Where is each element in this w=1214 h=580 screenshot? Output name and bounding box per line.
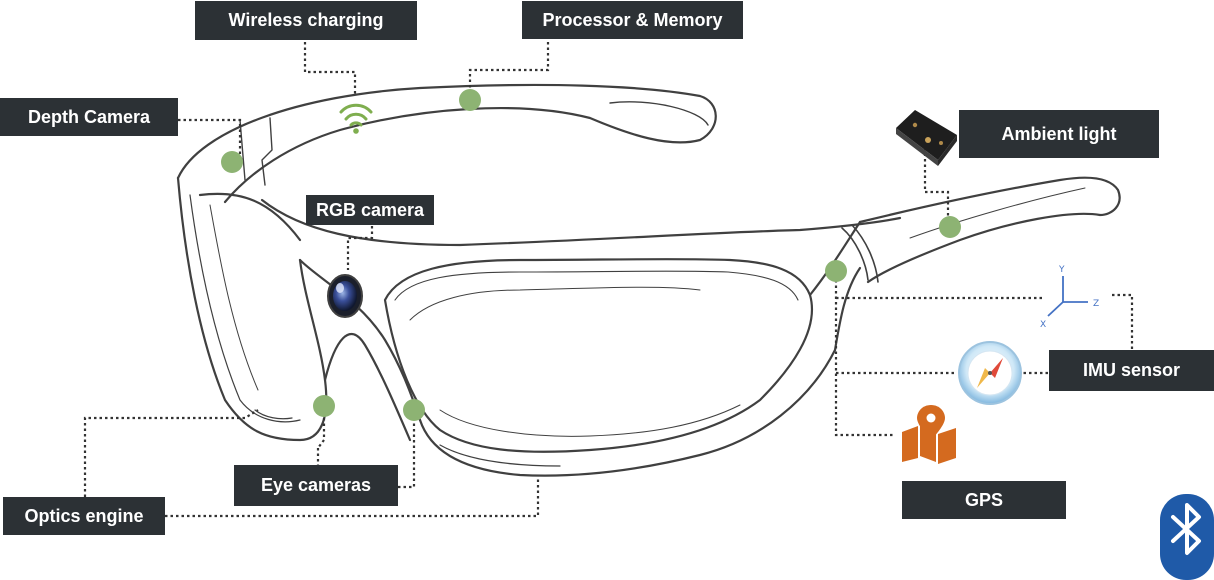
label-depth-camera: Depth Camera <box>0 98 178 136</box>
imu-axes-icon <box>1047 276 1088 317</box>
label-ambient-light: Ambient light <box>959 110 1159 158</box>
wifi-icon <box>339 103 373 134</box>
axis-label-z: Z <box>1093 299 1099 309</box>
bluetooth-icon <box>1160 494 1214 580</box>
compass-icon <box>958 341 1022 405</box>
label-gps: GPS <box>902 481 1066 519</box>
marker-depth-camera <box>221 151 243 173</box>
ambient-light-sensor-icon <box>896 110 957 166</box>
glasses-outline <box>176 83 1121 477</box>
label-optics-engine: Optics engine <box>3 497 165 535</box>
imu-axes-labels: Y Z X <box>1040 265 1099 330</box>
label-wireless-charging: Wireless charging <box>195 1 417 40</box>
label-eye-cameras: Eye cameras <box>234 465 398 506</box>
marker-eye-camera-right <box>403 399 425 421</box>
axis-label-x: X <box>1040 320 1046 330</box>
axis-label-y: Y <box>1058 265 1065 275</box>
marker-imu <box>825 260 847 282</box>
marker-eye-camera-left <box>313 395 335 417</box>
label-rgb-camera: RGB camera <box>306 195 434 225</box>
label-processor-memory: Processor & Memory <box>522 1 743 39</box>
leader-lines <box>83 42 1134 518</box>
marker-processor <box>459 89 481 111</box>
label-imu-sensor: IMU sensor <box>1049 350 1214 391</box>
gps-map-icon <box>902 405 956 464</box>
rgb-camera-lens <box>327 274 363 318</box>
markers <box>221 89 961 421</box>
marker-ambient-light <box>939 216 961 238</box>
